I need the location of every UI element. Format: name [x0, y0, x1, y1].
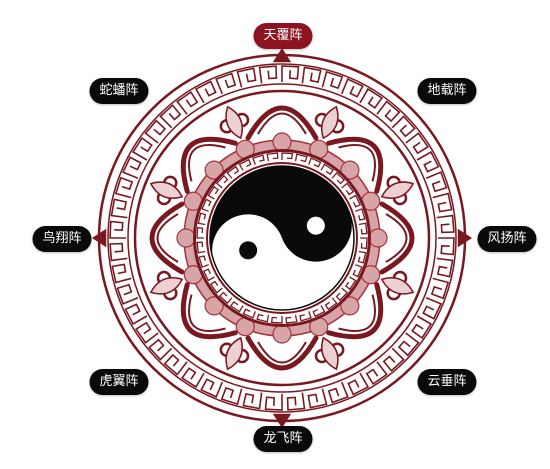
- formation-button-niaoxiang[interactable]: 鸟翔阵: [32, 226, 92, 252]
- formation-button-fengyang[interactable]: 风扬阵: [477, 226, 537, 252]
- formation-button-tianfu[interactable]: 天覆阵: [253, 23, 313, 49]
- yin-yang-icon: [209, 165, 355, 311]
- formation-button-longfei[interactable]: 龙飞阵: [253, 426, 313, 452]
- formation-button-shepan[interactable]: 蛇蟠阵: [89, 78, 149, 104]
- formation-button-dizai[interactable]: 地载阵: [417, 78, 477, 104]
- compass-tips: [92, 48, 472, 428]
- formation-button-yunchui[interactable]: 云垂阵: [417, 369, 477, 395]
- formation-button-huyi[interactable]: 虎翼阵: [89, 369, 149, 395]
